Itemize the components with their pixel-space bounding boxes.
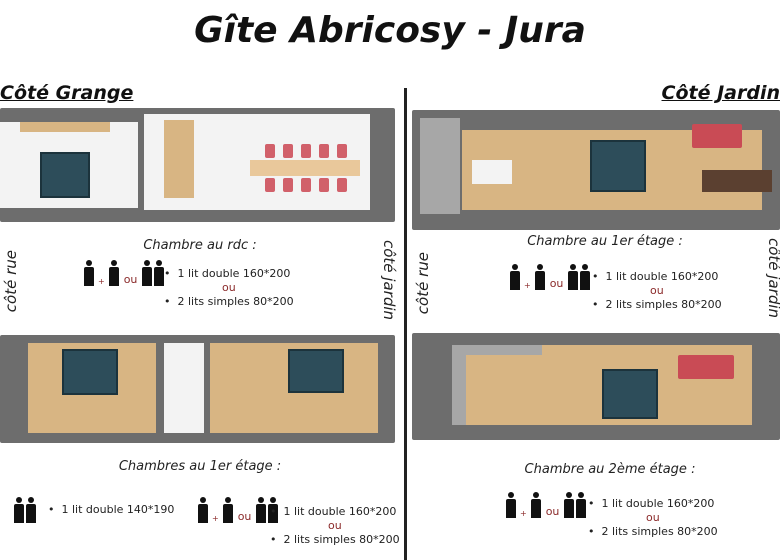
person-icon [568, 264, 579, 290]
person-icon [268, 497, 279, 523]
person-icon [154, 260, 165, 286]
bed [62, 349, 118, 395]
bed [602, 369, 658, 419]
caption-rdc: Chambre au rdc : [143, 238, 257, 253]
person-icon [26, 497, 36, 523]
bed [288, 349, 344, 393]
occupancy-icons: +ou [506, 492, 587, 518]
plan-jardin-1er [412, 110, 780, 230]
person-icon [506, 492, 516, 518]
person-icon [108, 260, 119, 286]
person-icon [510, 264, 520, 290]
side-label-rue: côté rue [2, 250, 20, 313]
divider [404, 88, 407, 560]
person-icon [534, 264, 545, 290]
person-icon [256, 497, 267, 523]
side-label-jardin: côté jardin [765, 238, 780, 319]
plan-grange-etage [0, 335, 395, 443]
occupancy-icons: +ou [198, 497, 279, 523]
bed-options-etage: • 1 lit double 160*200 ou • 2 lits simpl… [270, 505, 400, 546]
side-label-rue: côté rue [414, 252, 432, 315]
bed [590, 140, 646, 192]
heading-cote-jardin: Côté Jardin [661, 82, 780, 104]
plan-grange-rdc [0, 108, 395, 222]
bed [40, 152, 90, 198]
bed-options-1er: • 1 lit double 160*200 ou • 2 lits simpl… [592, 270, 722, 311]
caption-1er: Chambre au 1er étage : [527, 234, 683, 249]
person-icon [530, 492, 541, 518]
occupancy-icons [14, 497, 36, 523]
bed-option-140: • 1 lit double 140*190 [48, 503, 175, 516]
occupancy-icons: +ou [84, 260, 165, 286]
plan-jardin-2eme [412, 333, 780, 440]
person-icon [222, 497, 233, 523]
page-title: Gîte Abricosy - Jura [194, 10, 586, 51]
person-icon [580, 264, 591, 290]
person-icon [198, 497, 208, 523]
occupancy-icons: +ou [510, 264, 591, 290]
person-icon [142, 260, 153, 286]
caption-etage: Chambres au 1er étage : [118, 459, 282, 474]
bed-options-rdc: • 1 lit double 160*200 ou • 2 lits simpl… [164, 267, 294, 308]
caption-2eme: Chambre au 2ème étage : [524, 462, 696, 477]
bed-options-2eme: • 1 lit double 160*200 ou • 2 lits simpl… [588, 497, 718, 538]
person-icon [14, 497, 24, 523]
person-icon [564, 492, 575, 518]
heading-cote-grange: Côté Grange [0, 82, 134, 104]
person-icon [576, 492, 587, 518]
side-label-jardin: côté jardin [380, 240, 398, 321]
person-icon [84, 260, 94, 286]
